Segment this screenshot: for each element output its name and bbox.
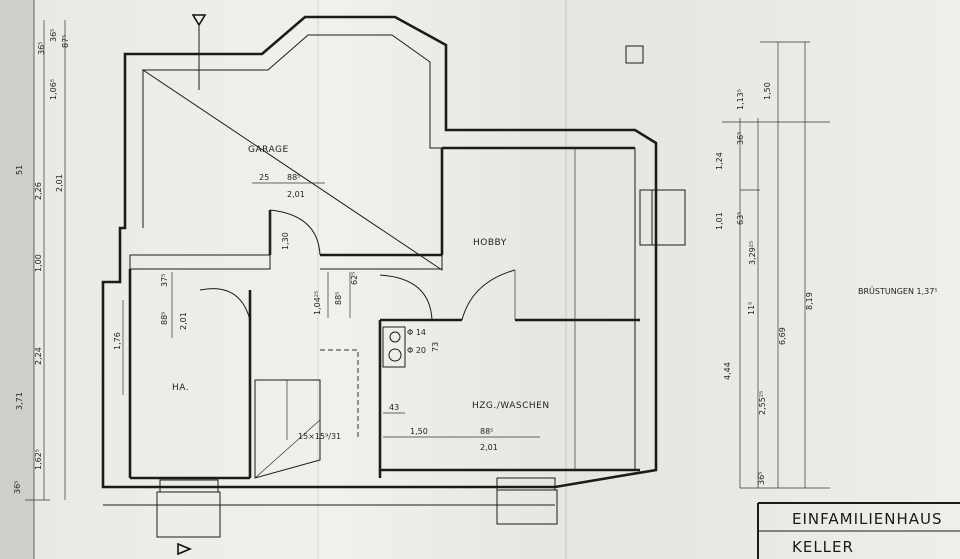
paper-edge-left xyxy=(0,0,34,559)
section-marker-top xyxy=(191,14,207,90)
svg-text:1,04²⁵: 1,04²⁵ xyxy=(313,291,322,315)
note-bruestungen: BRÜSTUNGEN 1,37⁵ xyxy=(858,286,938,296)
svg-text:36⁵: 36⁵ xyxy=(757,472,766,485)
svg-text:2,55²⁵: 2,55²⁵ xyxy=(758,391,767,415)
dim-door-1: 1,30 xyxy=(281,232,290,250)
room-label-garage: GARAGE xyxy=(248,145,289,155)
north-box xyxy=(625,45,644,64)
svg-text:3,29²⁵: 3,29²⁵ xyxy=(748,241,757,265)
dim-chain-left: 36⁵ 1,62⁵ 3,71 2,24 1,00 2,26 51 2,01 1,… xyxy=(13,20,70,501)
svg-text:36⁵: 36⁵ xyxy=(37,42,46,55)
svg-text:8,19: 8,19 xyxy=(805,292,814,310)
svg-text:1,13⁵: 1,13⁵ xyxy=(736,89,745,110)
dim-chain-right: 1,24 1,01 4,44 36⁵ 36⁵ 63⁵ 11⁵ 2,55²⁵ 1,… xyxy=(715,41,830,489)
section-marker-bottom xyxy=(177,542,193,556)
dim-ha-left: 1,76 xyxy=(113,332,122,350)
svg-text:2,01: 2,01 xyxy=(179,312,188,330)
svg-text:2,24: 2,24 xyxy=(34,347,43,365)
svg-text:25: 25 xyxy=(259,173,269,182)
svg-text:62⁵: 62⁵ xyxy=(350,272,359,285)
stair xyxy=(254,349,359,479)
title-line-1: EINFAMILIENHAUS xyxy=(792,510,943,528)
svg-text:1,24: 1,24 xyxy=(715,152,724,170)
svg-text:1,06⁵: 1,06⁵ xyxy=(49,79,58,100)
svg-text:88⁵: 88⁵ xyxy=(160,312,169,325)
svg-text:2,26: 2,26 xyxy=(34,182,43,200)
dim-pipe-73: 73 xyxy=(431,342,440,352)
svg-text:36⁵: 36⁵ xyxy=(736,132,745,145)
svg-text:2,01: 2,01 xyxy=(480,443,498,452)
note-pipe-14: Φ 14 xyxy=(407,328,426,337)
svg-text:1,01: 1,01 xyxy=(715,212,724,230)
title-block: EINFAMILIENHAUS KELLER xyxy=(757,502,960,559)
inner-walls xyxy=(128,146,640,480)
svg-text:36⁵: 36⁵ xyxy=(49,29,58,42)
svg-text:1,50: 1,50 xyxy=(410,427,428,436)
svg-text:88⁵: 88⁵ xyxy=(480,427,493,436)
svg-text:1,62⁵: 1,62⁵ xyxy=(34,449,43,470)
pipes xyxy=(382,326,406,368)
svg-text:6,69: 6,69 xyxy=(778,327,787,345)
svg-text:3,71: 3,71 xyxy=(15,392,24,410)
svg-text:88⁵: 88⁵ xyxy=(334,292,343,305)
dim-garage: 25 88⁵ 2,01 xyxy=(252,173,325,199)
svg-text:11⁵: 11⁵ xyxy=(747,302,756,315)
svg-text:63⁵: 63⁵ xyxy=(736,212,745,225)
svg-text:37⁵: 37⁵ xyxy=(160,274,169,287)
svg-text:36⁵: 36⁵ xyxy=(13,481,22,494)
title-line-2: KELLER xyxy=(792,538,854,556)
svg-text:1,50: 1,50 xyxy=(763,82,772,100)
svg-text:1,00: 1,00 xyxy=(34,254,43,272)
svg-text:43: 43 xyxy=(389,403,399,412)
dim-ha: 37⁵ 88⁵ 2,01 1,76 xyxy=(113,272,188,395)
room-label-ha: HA. xyxy=(172,383,189,393)
windows xyxy=(156,189,686,538)
room-label-hobby: HOBBY xyxy=(473,238,507,248)
room-label-hzg: HZG./WASCHEN xyxy=(472,401,550,411)
svg-text:88⁵: 88⁵ xyxy=(287,173,300,182)
svg-text:4,44: 4,44 xyxy=(723,362,732,380)
note-stair: 15×15⁹/31 xyxy=(298,432,341,441)
door-swings xyxy=(199,209,516,321)
svg-text:87⁵: 87⁵ xyxy=(61,35,70,48)
dim-hzg: 43 1,50 88⁵ 2,01 xyxy=(383,403,540,452)
svg-text:51: 51 xyxy=(15,165,24,175)
dim-hallway: 1,04²⁵ 88⁵ 62⁵ xyxy=(313,272,359,318)
note-pipe-20: Φ 20 xyxy=(407,346,426,355)
svg-text:2,01: 2,01 xyxy=(287,190,305,199)
svg-text:2,01: 2,01 xyxy=(55,174,64,192)
